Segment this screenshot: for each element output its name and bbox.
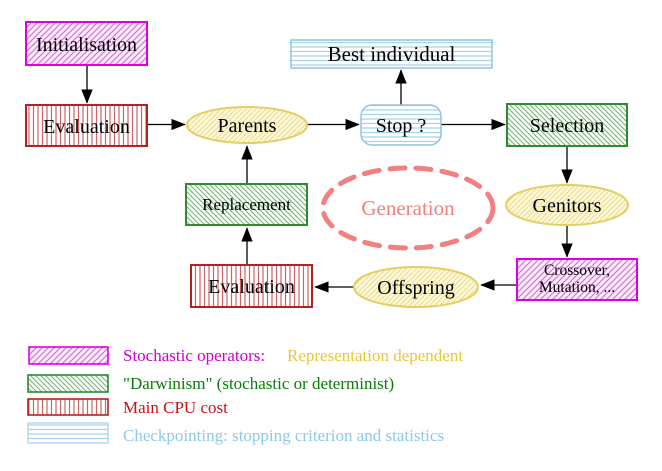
best-individual-label: Best individual bbox=[328, 42, 456, 66]
offspring-ellipse bbox=[353, 266, 479, 308]
evaluation-top-box bbox=[25, 104, 148, 147]
legend-row-stochastic: Stochastic operators: Representation dep… bbox=[28, 346, 463, 365]
legend-label-cpu-cost: Main CPU cost bbox=[123, 398, 228, 417]
node-selection: Selection bbox=[506, 103, 628, 147]
legend: Stochastic operators: Representation dep… bbox=[27, 346, 463, 445]
legend-swatch-darwinism bbox=[27, 374, 109, 393]
legend-swatch-cpu-cost bbox=[27, 398, 109, 416]
stop-label: Stop ? bbox=[376, 115, 427, 137]
parents-ellipse bbox=[186, 106, 308, 144]
selection-box bbox=[506, 103, 628, 147]
legend-label-checkpointing: Checkpointing: stopping criterion and st… bbox=[123, 426, 444, 445]
stop-box bbox=[360, 104, 442, 146]
legend-label-darwinism: "Darwinism" (stochastic or determinist) bbox=[123, 374, 394, 393]
legend-swatch-checkpointing bbox=[27, 422, 109, 444]
generation-label: Generation bbox=[361, 196, 455, 220]
node-replacement: Replacement bbox=[185, 183, 308, 226]
genitors-label: Genitors bbox=[533, 195, 602, 217]
evaluation-bottom-label: Evaluation bbox=[208, 276, 295, 298]
legend-row-cpu-cost: Main CPU cost bbox=[27, 398, 228, 417]
node-stop: Stop ? bbox=[360, 104, 442, 146]
generation-ellipse bbox=[320, 165, 496, 251]
node-parents: Parents bbox=[186, 106, 308, 144]
node-initialisation: Initialisation bbox=[25, 21, 148, 66]
evaluation-bottom-box bbox=[190, 264, 313, 308]
node-evaluation-bottom: Evaluation bbox=[190, 264, 313, 308]
node-generation: Generation bbox=[320, 165, 496, 251]
legend-label-representation: Representation dependent bbox=[287, 346, 463, 365]
selection-label: Selection bbox=[530, 115, 604, 137]
legend-label-stochastic: Stochastic operators: bbox=[123, 346, 265, 365]
offspring-label: Offspring bbox=[377, 277, 454, 299]
crossover-label-line2: Mutation, ... bbox=[539, 279, 615, 296]
best-individual-box bbox=[290, 39, 493, 69]
genitors-ellipse bbox=[505, 184, 629, 226]
crossover-label-line1: Crossover, bbox=[544, 262, 610, 279]
legend-row-darwinism: "Darwinism" (stochastic or determinist) bbox=[27, 374, 394, 393]
parents-label: Parents bbox=[218, 115, 277, 137]
replacement-label: Replacement bbox=[202, 195, 291, 214]
evaluation-top-label: Evaluation bbox=[43, 116, 130, 138]
legend-row-checkpointing: Checkpointing: stopping criterion and st… bbox=[27, 422, 444, 445]
edges bbox=[81, 65, 573, 293]
replacement-box bbox=[185, 183, 308, 226]
node-genitors: Genitors bbox=[505, 184, 629, 226]
node-evaluation-top: Evaluation bbox=[25, 104, 148, 147]
crossover-mutation-box bbox=[516, 258, 638, 301]
node-best-individual: Best individual bbox=[290, 39, 493, 69]
node-offspring: Offspring bbox=[353, 266, 479, 308]
node-crossover-mutation: Crossover, Mutation, ... bbox=[516, 258, 638, 301]
initialisation-box bbox=[25, 21, 148, 66]
initialisation-label: Initialisation bbox=[36, 34, 137, 56]
legend-swatch-stochastic bbox=[28, 346, 109, 365]
